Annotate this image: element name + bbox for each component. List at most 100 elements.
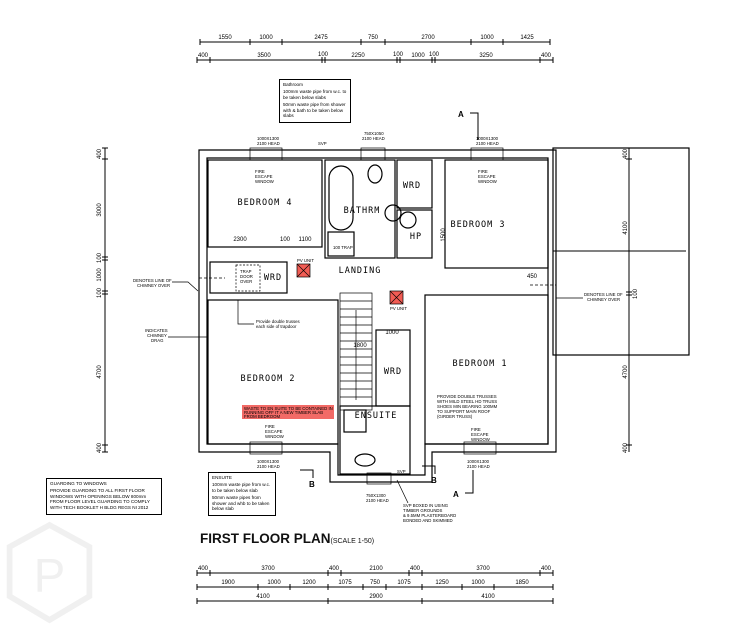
svg-text:DENOTES LINE OF: DENOTES LINE OF [584,292,623,297]
pv-unit [296,263,311,278]
dim-label: 1250 [435,580,449,586]
dim-label: 1000 [471,580,485,586]
svg-text:DRAG: DRAG [151,338,164,343]
dim-label: 100 [429,52,440,58]
svg-text:INDICATES: INDICATES [145,328,168,333]
internal-walls [207,159,549,475]
svg-text:750X1300: 750X1300 [366,493,386,498]
svg-text:ESCAPE: ESCAPE [478,174,496,179]
room-label-bathroom: BATHRM [344,206,381,216]
bottom-dimension-row-1: 400 3700 400 2100 400 3700 400 [196,566,554,576]
dim-label: 400 [97,148,103,159]
svg-text:OVER: OVER [240,279,252,284]
note-heading: ENSUITE [212,475,232,480]
dim-label: 4100 [623,221,629,235]
dim-label: 4100 [256,594,270,600]
svg-text:P: P [34,550,66,603]
dim-label: 400 [623,148,629,159]
dim-label: 3500 [257,53,271,59]
plan-title: FIRST FLOOR PLAN(SCALE 1-50) [200,531,374,546]
dim-label: 400 [329,566,340,572]
svp-label: SVP [318,141,327,146]
svg-text:2100 HEAD: 2100 HEAD [257,464,280,469]
svg-text:WINDOW: WINDOW [478,179,498,184]
pv-unit-label: PV UNIT [390,306,407,311]
svg-text:WINDOW: WINDOW [265,434,285,439]
loft-hatch [235,264,261,292]
dim-label: 750 [370,580,381,586]
top-dimension-row-1: 1550 1000 2475 750 2700 1000 1425 [199,35,551,45]
pv-unit-label: PV UNIT [297,258,314,263]
dim-label: 100 [97,287,103,298]
dim-label: 4700 [623,365,629,379]
svg-text:FIRE: FIRE [478,169,488,174]
svg-text:(GIRDER TRUSS): (GIRDER TRUSS) [437,414,473,419]
dim-label: 400 [198,53,209,59]
room-label-bedroom-4: BEDROOM 4 [237,198,292,208]
dim-label: 2250 [351,53,365,59]
svg-text:SHOES MIN BEARING 100MM: SHOES MIN BEARING 100MM [437,404,498,409]
red-note-line: RUNNING OFF IT A NEW TIMBER SLAB [244,410,323,415]
dim-label: 400 [410,566,421,572]
dim-label: 400 [541,566,552,572]
staircase [339,292,373,411]
note-line: 100mm waste pipe from w.c. to be taken b… [283,89,347,100]
svg-text:PROVIDE DOUBLE TRUSSES: PROVIDE DOUBLE TRUSSES [437,394,497,399]
room-label-bedroom-3: BEDROOM 3 [450,220,505,230]
svg-text:BONDED AND SKIMMED: BONDED AND SKIMMED [403,518,453,523]
dim-label: 1000 [267,580,281,586]
note-heading: GUARDING TO WINDOWS [50,481,107,486]
svp-label: SVP [397,469,406,474]
note-heading: Bathroom [283,82,303,87]
red-note-line: FROM BEDROOM [244,414,280,419]
title-text: FIRST FLOOR PLAN [200,531,331,546]
svg-text:TIMBER GROUNDS: TIMBER GROUNDS [403,508,443,513]
section-marker-a-bottom: A [453,470,474,499]
ensuite-note: ENSUITE 100mm waste pipe from w.c. to be… [208,472,276,517]
svg-text:CHIMNEY OVER: CHIMNEY OVER [137,283,170,288]
room-label-wardrobe: WRD [264,273,282,283]
dim-label: 1000 [480,35,494,41]
room-label-bedroom-2: BEDROOM 2 [240,374,295,384]
note-line: 50mm waste pipes from shower and whb to … [212,495,270,512]
svg-text:WINDOW: WINDOW [471,437,491,442]
dim-label: 1000 [385,330,399,336]
svg-text:each side of trapdoor: each side of trapdoor [256,324,297,329]
dim-label: 1500 [441,228,447,242]
guarding-note: GUARDING TO WINDOWS PROVIDE GUARDING TO … [46,478,162,516]
svg-text:1000X1300: 1000X1300 [467,459,490,464]
dim-label: 2475 [314,35,328,41]
svg-text:750X1050: 750X1050 [364,131,384,136]
svg-text:TO SUPPORT MAIN ROOF: TO SUPPORT MAIN ROOF [437,409,491,414]
dim-label: 1900 [221,580,235,586]
dim-label: 1550 [218,35,232,41]
svg-text:A: A [453,490,459,499]
dim-label: 400 [541,53,552,59]
note-line: 50mm waste pipe from shower with & bath … [283,102,346,119]
dim-label: 100 [393,52,404,58]
section-marker-a-top: A [458,110,479,140]
svg-text:2100 HEAD: 2100 HEAD [366,498,389,503]
scale-label: (SCALE 1-50) [330,538,375,545]
note-line: 100mm waste pipe from w.c. to be taken b… [212,482,271,493]
svg-text:2100 HEAD: 2100 HEAD [362,136,385,141]
right-dimension-column: 400 4100 100 4700 400 [552,147,690,453]
section-marker-b-right: B [422,465,437,485]
dim-label: 1425 [520,35,534,41]
dim-label: 1100 [299,237,313,243]
room-label-wardrobe: WRD [403,181,421,191]
svg-text:DENOTES LINE OF: DENOTES LINE OF [133,278,172,283]
section-marker-b-left: B [300,469,315,489]
dim-label: 1075 [397,580,411,586]
